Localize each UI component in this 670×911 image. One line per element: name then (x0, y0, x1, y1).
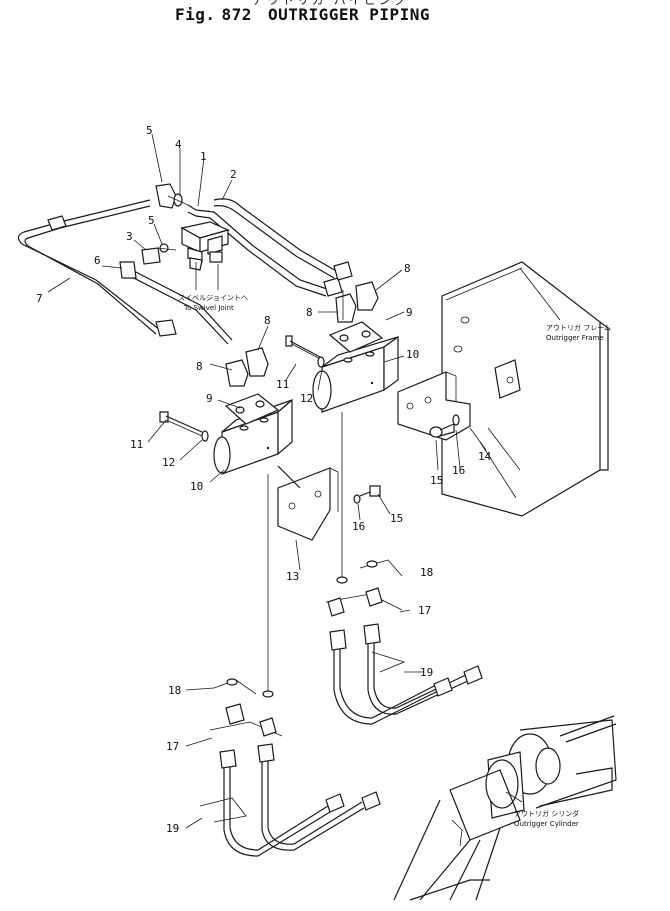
callout-numbers: 5 4 1 2 5 3 6 7 8 8 9 10 8 8 11 12 9 11 … (36, 124, 492, 835)
callout-15a: 15 (430, 474, 443, 487)
figure-title: Fig. 872 OUTRIGGER PIPING (175, 5, 430, 24)
callout-6: 6 (94, 254, 101, 267)
fittings-right-lower (325, 559, 403, 617)
callout-13: 13 (286, 570, 299, 583)
callout-8b: 8 (306, 306, 313, 319)
bolt-15-left (353, 485, 381, 504)
gasket-right (328, 321, 384, 353)
assembly-lines (155, 195, 344, 692)
fittings-left-lower (209, 678, 283, 737)
note-swivel-jp: スイベルジョイントへ (178, 294, 248, 302)
callout-2: 2 (230, 168, 237, 181)
callout-11a: 11 (276, 378, 289, 391)
bolt-right (285, 335, 325, 368)
callout-8c: 8 (264, 314, 271, 327)
callout-4: 5 (146, 124, 153, 137)
callout-17a: 17 (418, 604, 431, 617)
outrigger-cylinder (393, 715, 617, 901)
annotation-notes: スイベルジョイントへ To Swivel Joint アウトリガ フレーム Ou… (178, 294, 611, 828)
note-cylinder-jp: アウトリガ シリンダ (514, 809, 579, 818)
callout-5b: 5 (148, 214, 155, 227)
callout-8d: 8 (196, 360, 203, 373)
callout-17b: 17 (166, 740, 179, 753)
callout-18a: 18 (420, 566, 433, 579)
fig-title-text: OUTRIGGER PIPING (267, 5, 431, 24)
hoses-left (199, 743, 381, 857)
bracket-left (277, 465, 339, 541)
callout-12b: 12 (162, 456, 175, 469)
bolt-15-right (429, 414, 460, 438)
callout-1: 1 (200, 150, 207, 163)
leader-lines (47, 133, 561, 829)
fig-number: 872 (221, 5, 252, 24)
note-frame-en: Outrigger Frame (546, 334, 604, 342)
callout-5a: 4 (175, 138, 182, 151)
callout-8a: 8 (404, 262, 411, 275)
callout-9a: 9 (406, 306, 413, 319)
callout-10b: 10 (190, 480, 203, 493)
note-frame-jp: アウトリガ フレーム (546, 323, 611, 332)
callout-9b: 9 (206, 392, 213, 405)
callout-19a: 19 (420, 666, 433, 679)
callout-11b: 11 (130, 438, 143, 451)
callout-15b: 15 (390, 512, 403, 525)
callout-18b: 18 (168, 684, 181, 697)
bracket-right (397, 371, 471, 441)
callout-16a: 16 (452, 464, 465, 477)
note-cylinder-en: Outrigger Cylinder (514, 820, 579, 828)
valve-block-right (312, 335, 399, 413)
callout-16b: 16 (352, 520, 365, 533)
callout-7: 7 (36, 292, 43, 305)
upper-piping (17, 183, 379, 387)
fig-label: Fig. (175, 5, 216, 24)
hoses-right (329, 623, 483, 725)
callout-3: 3 (126, 230, 133, 243)
callout-12a: 12 (300, 392, 313, 405)
japanese-title: アウトリガ パイピング (252, 0, 409, 7)
outrigger-frame (441, 261, 609, 517)
callout-14: 14 (478, 450, 492, 463)
callout-10a: 10 (406, 348, 419, 361)
callout-19b: 19 (166, 822, 179, 835)
note-swivel-en: To Swivel Joint (183, 304, 234, 312)
bolt-left (159, 411, 209, 442)
gasket-left (224, 393, 280, 425)
